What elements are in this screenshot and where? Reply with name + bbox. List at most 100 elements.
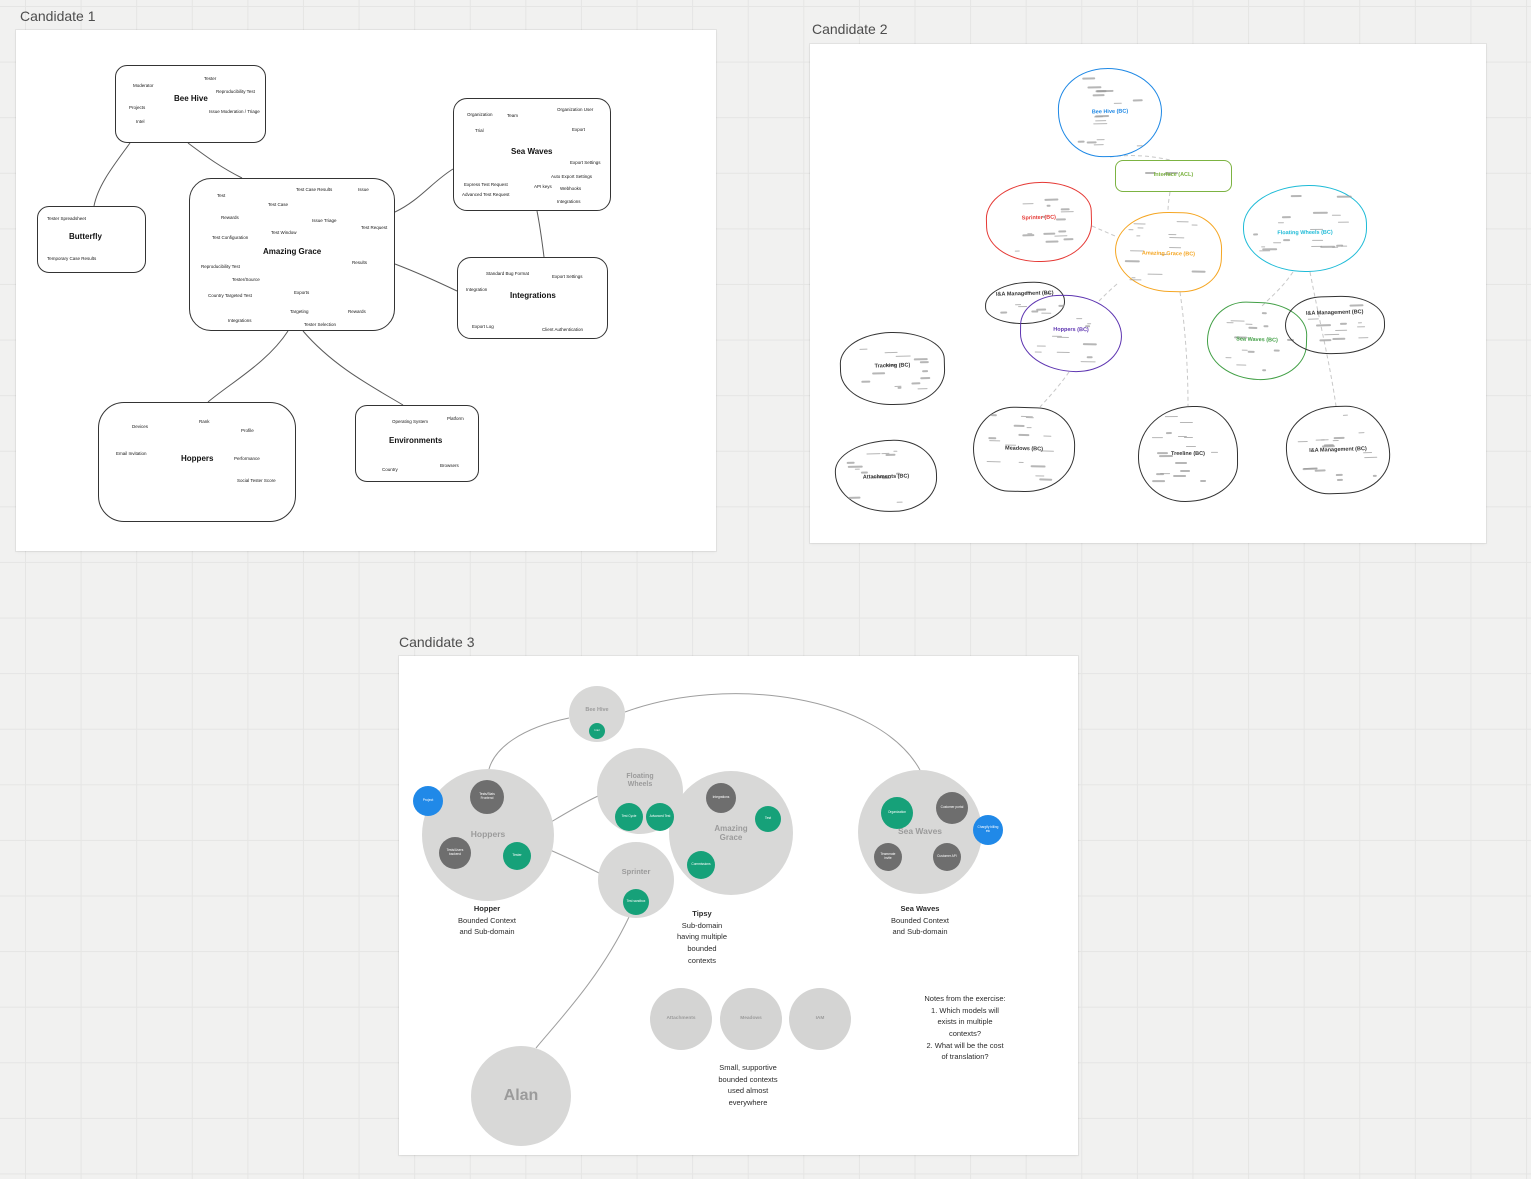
bubble-sea-waves[interactable]: Sea Waves xyxy=(858,770,982,894)
tiny-text-scribble xyxy=(1165,415,1178,418)
context-blob-attachments-bc[interactable]: Attachments (BC) xyxy=(834,438,938,514)
bubble-test[interactable]: Test xyxy=(755,806,781,832)
tiny-text-scribble xyxy=(1168,246,1181,249)
term-label: Issue Moderation / Triage xyxy=(209,109,260,114)
bubble-intel[interactable]: Intel xyxy=(589,723,605,739)
bubble-label: Sea Waves xyxy=(897,826,943,837)
text-line: used almost xyxy=(727,1086,769,1096)
term-label: Platform xyxy=(447,416,464,421)
context-blob-bee-hive-bc[interactable]: Bee Hive (BC) xyxy=(1057,66,1163,159)
bubble-organization[interactable]: Organization xyxy=(881,797,913,829)
bubble-tests-stats-frontend[interactable]: Tests/Stats Frontend xyxy=(470,780,504,814)
term-label: Moderator xyxy=(133,83,154,88)
tiny-text-scribble xyxy=(1349,304,1364,307)
tiny-text-scribble xyxy=(1052,335,1062,338)
tiny-text-scribble xyxy=(1096,138,1106,141)
context-blob-sprinter-bc[interactable]: Sprinter (BC) xyxy=(984,180,1094,264)
context-blob-meadows-bc[interactable]: Meadows (BC) xyxy=(971,405,1077,494)
context-blob-i-a-management-bc[interactable]: I&A Management (BC) xyxy=(1284,404,1392,496)
bubble-advanced-test[interactable]: Advanced Test xyxy=(646,803,674,831)
tiny-text-scribble xyxy=(1113,102,1122,105)
tiny-text-scribble xyxy=(1358,321,1363,324)
tiny-text-scribble xyxy=(1057,351,1070,354)
text-line: Bounded Context xyxy=(891,915,949,925)
context-blob-tracking-bc[interactable]: Tracking (BC) xyxy=(839,330,946,407)
tiny-text-scribble xyxy=(1082,77,1096,80)
bubble-iam[interactable]: IAM xyxy=(789,988,851,1050)
text-line: exists in multiple xyxy=(937,1017,993,1027)
tiny-text-scribble xyxy=(1124,260,1140,263)
frame-candidate-2[interactable]: Bee Hive (BC)Interface (ACL) Sprinter (BC… xyxy=(810,44,1486,543)
bubble-label: IAM xyxy=(815,1016,825,1022)
tiny-text-scribble xyxy=(1225,356,1232,359)
bubble-customer-api[interactable]: Customer API xyxy=(933,843,961,871)
text-note[interactable]: Notes from the exercise:1. Which models … xyxy=(924,993,1005,1063)
context-blob-amazing-grace-bc[interactable]: Amazing Grace (BC) xyxy=(1114,210,1223,294)
context-blob-treeline-bc[interactable]: Treeline (BC) xyxy=(1137,405,1239,503)
context-blob-floating-wheels-bc[interactable]: Floating Wheels (BC) xyxy=(1242,184,1368,273)
context-blob-hoppers-bc[interactable]: Hoppers (BC) xyxy=(1019,294,1123,373)
tiny-text-scribble xyxy=(885,454,896,456)
text-line: 2. What will be the cost xyxy=(926,1040,1004,1050)
bubble-customer-portal[interactable]: Customer portal xyxy=(936,792,968,824)
term-label: Social Tester Score xyxy=(237,478,276,483)
bubble-chargify-billing-etc[interactable]: Chargify billing etc xyxy=(973,815,1003,845)
tiny-text-scribble xyxy=(1018,305,1027,308)
bubble-test-cycle[interactable]: Test Cycle xyxy=(615,803,643,831)
tiny-text-scribble xyxy=(1174,462,1187,464)
frame-title-candidate-3[interactable]: Candidate 3 xyxy=(399,634,475,650)
tiny-text-scribble xyxy=(1027,232,1033,235)
tiny-text-scribble xyxy=(1015,250,1020,253)
tiny-text-scribble xyxy=(1095,119,1107,122)
tiny-text-scribble xyxy=(1313,212,1328,214)
frame-title-candidate-1[interactable]: Candidate 1 xyxy=(20,8,96,24)
bubble-tester[interactable]: Tester xyxy=(503,842,531,870)
term-label: Trial xyxy=(475,128,484,133)
bubble-tests-users-backend[interactable]: Tests/Users backend xyxy=(439,837,471,869)
bubble-integrations[interactable]: Integrations xyxy=(706,783,736,813)
bubble-teammate-invite[interactable]: Teammate invite xyxy=(874,843,902,871)
bubble-alan[interactable]: Alan xyxy=(471,1046,571,1146)
bubble-label: Chargify billing etc xyxy=(977,825,999,833)
bubble-project[interactable]: Project xyxy=(413,786,443,816)
tiny-text-scribble xyxy=(1026,426,1032,429)
tiny-text-scribble xyxy=(1262,312,1267,315)
bubble-commissions[interactable]: Commissions xyxy=(687,851,715,879)
context-blob-label: Hoppers (BC) xyxy=(1053,326,1089,334)
bubble-meadows[interactable]: Meadows xyxy=(720,988,782,1050)
tiny-text-scribble xyxy=(989,440,1001,442)
term-label: Issue Triage xyxy=(312,218,337,223)
text-line: Tipsy xyxy=(692,909,712,918)
context-blob-i-a-management-bc[interactable]: I&A Management (BC) xyxy=(1284,294,1386,356)
context-blob-interface-acl[interactable]: Interface (ACL) xyxy=(1115,160,1232,192)
term-label: Organization xyxy=(467,112,493,117)
bubble-test-sandbox[interactable]: Test sandbox xyxy=(623,889,649,915)
tiny-text-scribble xyxy=(896,501,903,504)
term-label: Export xyxy=(572,127,586,132)
bubble-label: Bee Hive xyxy=(585,706,609,713)
tiny-text-scribble xyxy=(1177,435,1188,438)
tiny-text-scribble xyxy=(913,358,928,361)
frame-title-candidate-2[interactable]: Candidate 2 xyxy=(812,21,888,37)
bubble-label: Test Cycle xyxy=(621,814,637,819)
tiny-text-scribble xyxy=(1191,270,1206,273)
text-line: and Sub-domain xyxy=(459,927,515,937)
term-label: Reproducibility Test xyxy=(201,264,240,269)
tiny-text-scribble xyxy=(1277,222,1285,224)
bubble-attachments[interactable]: Attachments xyxy=(650,988,712,1050)
tiny-text-scribble xyxy=(1058,230,1067,233)
